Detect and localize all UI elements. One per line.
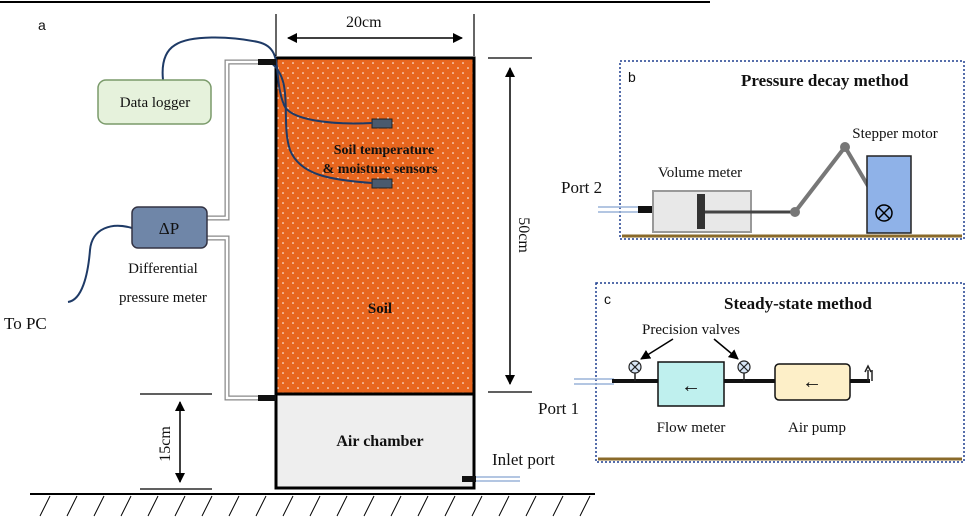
sensor-bottom	[371, 178, 393, 189]
stepper-motor-label: Stepper motor	[852, 126, 937, 142]
air-pump-box	[774, 363, 851, 401]
sensors-label-line2: & moisture sensors	[323, 162, 438, 177]
panel-a-letter: a	[38, 17, 46, 33]
ground-hatch-mark	[147, 495, 159, 517]
precision-valve-right-icon	[737, 360, 751, 381]
ground-hatch-mark	[363, 495, 375, 517]
ground-hatch-mark	[471, 495, 483, 517]
pc-cable	[67, 224, 133, 303]
ground-hatch-mark	[525, 495, 537, 517]
ground-hatch-mark	[201, 495, 213, 517]
dp-label-line1: Differential	[128, 261, 198, 277]
dim-height-label: 50cm	[515, 217, 532, 253]
inlet-port-fitting	[462, 476, 476, 482]
sensors-label-line1: Soil temperature	[334, 143, 434, 158]
ground-hatch	[30, 493, 595, 517]
to-pc-label: To PC	[4, 314, 47, 333]
air-pump-arrow-icon: ←	[802, 371, 822, 393]
dp-symbol: ΔP	[159, 219, 179, 238]
valve-pointer-right	[713, 338, 739, 360]
pressure-tube-bottom-inner	[207, 236, 274, 400]
precision-valves-label: Precision valves	[642, 322, 740, 338]
air-pump-label: Air pump	[788, 420, 846, 436]
ground-hatch-mark	[390, 495, 402, 517]
port2-fitting	[638, 206, 654, 213]
ground-hatch-mark	[228, 495, 240, 517]
ground-hatch-mark	[552, 495, 564, 517]
tube-fitting-top	[258, 59, 276, 65]
dim-width-label: 20cm	[346, 14, 382, 31]
ground-hatch-mark	[309, 495, 321, 517]
panel-b-title: Pressure decay method	[741, 71, 909, 90]
port1-label: Port 1	[538, 399, 579, 418]
data-logger-box	[97, 79, 212, 125]
flow-meter-label: Flow meter	[657, 420, 726, 436]
tube-fitting-bottom	[258, 395, 276, 401]
ground-hatch-mark	[336, 495, 348, 517]
volume-meter-piston	[697, 194, 705, 229]
panel-b-letter: b	[628, 69, 636, 85]
flow-meter-box	[657, 361, 725, 407]
dp-meter-box	[131, 206, 208, 249]
panel-b: b Pressure decay method Volume meter Ste…	[598, 60, 965, 240]
ground-hatch-mark	[498, 495, 510, 517]
dim-chamber-label: 15cm	[157, 426, 174, 462]
panel-a: a Soil Air chamber Soil temperature & mo…	[4, 14, 602, 517]
ground-hatch-mark	[417, 495, 429, 517]
stepper-motor-box	[866, 155, 912, 234]
soil-column	[274, 56, 476, 396]
ground-hatch-mark	[444, 495, 456, 517]
sensor-cable-bottom	[269, 61, 373, 184]
panel-c-letter: c	[604, 291, 611, 307]
data-logger-label: Data logger	[120, 95, 190, 111]
ground-hatch-mark	[174, 495, 186, 517]
air-chamber-box	[274, 392, 476, 490]
ground-hatch-mark	[120, 495, 132, 517]
pressure-tube-bottom	[207, 235, 274, 401]
panel-c: c Steady-state method Precision valves ←…	[574, 282, 965, 463]
sensor-cable-top	[161, 36, 373, 125]
pressure-tube-top	[207, 59, 274, 221]
inlet-port-label: Inlet port	[492, 450, 555, 469]
air-chamber-label: Air chamber	[336, 433, 423, 450]
panel-c-title: Steady-state method	[724, 294, 872, 313]
volume-meter-label: Volume meter	[658, 165, 742, 181]
ground-hatch-mark	[579, 495, 591, 517]
flow-meter-arrow-icon: ←	[681, 375, 701, 397]
linkage-joint-2	[840, 142, 850, 152]
exhaust-outlet-icon	[864, 364, 872, 381]
valve-pointer-left	[640, 338, 674, 360]
dp-label-line2: pressure meter	[119, 290, 207, 306]
pressure-tube-top-inner	[207, 60, 274, 220]
ground-hatch-mark	[93, 495, 105, 517]
sensor-top	[371, 118, 393, 129]
precision-valve-left-icon	[628, 360, 642, 381]
soil-label: Soil	[368, 301, 392, 317]
ground-hatch-mark	[66, 495, 78, 517]
ground-hatch-mark	[255, 495, 267, 517]
port2-label: Port 2	[561, 178, 602, 197]
ground-hatch-mark	[39, 495, 51, 517]
linkage-joint-1	[790, 207, 800, 217]
ground-hatch-mark	[282, 495, 294, 517]
